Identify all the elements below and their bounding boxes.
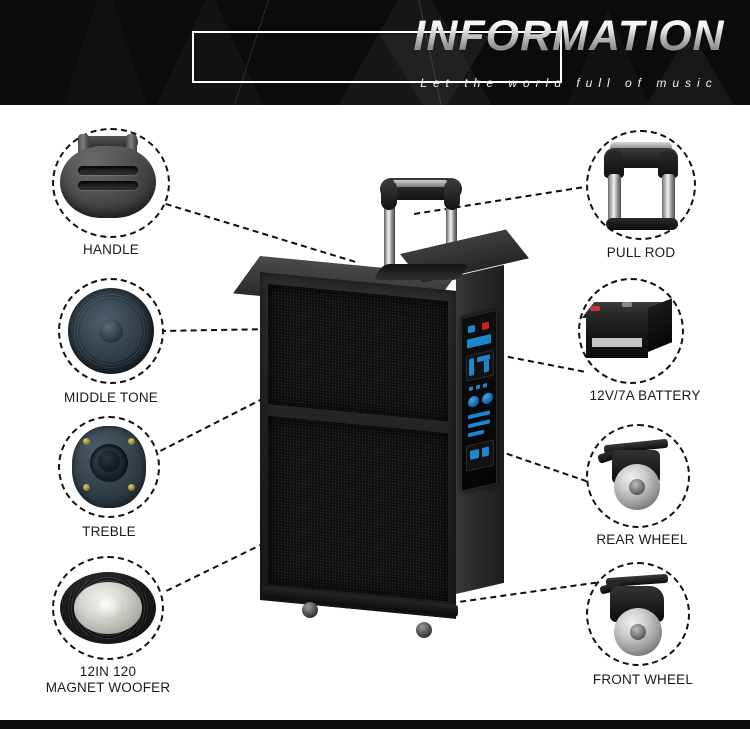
header-frame: INFORMATION INFORMATION Let the world fu…	[192, 15, 724, 90]
panel-knob-1[interactable]	[468, 394, 479, 409]
panel-button-6[interactable]	[483, 382, 487, 388]
handle-slot-bottom	[78, 181, 138, 190]
callout-treble-label: TREBLE	[82, 524, 136, 539]
panel-button-1[interactable]	[469, 357, 474, 377]
callout-front-wheel[interactable]: FRONT WHEEL	[586, 562, 716, 702]
product-wheel-rear	[416, 622, 432, 638]
pullrod-elbow-right	[658, 150, 678, 178]
page-subtitle: Let the world full of music	[420, 76, 718, 90]
panel-button-4[interactable]	[469, 386, 473, 392]
callout-middle-tone-label: MIDDLE TONE	[64, 390, 158, 405]
tweeter-core	[98, 450, 120, 472]
pullrod-elbow-left	[604, 150, 624, 178]
pullrod-base	[606, 218, 678, 230]
product-handle-elbow-left	[381, 180, 397, 210]
product-handle-rod-left	[384, 194, 395, 272]
product-grille-upper	[268, 284, 448, 422]
treble-art	[58, 416, 160, 518]
callout-pull-rod[interactable]: PULL ROD	[586, 130, 712, 264]
battery-side-face	[648, 298, 672, 352]
product-control-panel[interactable]	[461, 309, 497, 492]
product-grille-lower	[268, 416, 448, 602]
footer-bar	[0, 720, 750, 729]
rearwheel-hub	[629, 479, 645, 495]
battery-art	[578, 278, 684, 384]
battery-front-face	[586, 314, 648, 358]
page-header: INFORMATION INFORMATION Let the world fu…	[0, 0, 750, 105]
battery-terminal-positive	[590, 306, 600, 311]
header-bg-shape-5	[620, 30, 750, 105]
battery-label	[592, 338, 642, 347]
header-bg-shape-6	[60, 0, 150, 105]
callout-front-wheel-label: FRONT WHEEL	[592, 672, 694, 687]
callout-handle[interactable]: HANDLE	[52, 128, 178, 262]
page-title: INFORMATION	[194, 15, 750, 58]
callout-handle-label: HANDLE	[83, 242, 139, 257]
handle-leg-right	[126, 134, 137, 156]
callout-woofer[interactable]: 12IN 120 MAGNET WOOFER	[46, 556, 192, 706]
callout-pull-rod-label: PULL ROD	[606, 245, 676, 260]
panel-jack-2[interactable]	[482, 446, 489, 458]
handle-leg-left	[78, 134, 89, 156]
product-illustration	[233, 168, 529, 638]
callout-treble[interactable]: TREBLE	[58, 416, 184, 550]
callout-battery-label: 12V/7A BATTERY	[589, 388, 701, 403]
product-handle-socket	[372, 264, 470, 280]
middle-tone-art	[58, 278, 164, 384]
callout-rear-wheel-label: REAR WHEEL	[596, 532, 688, 547]
panel-button-5[interactable]	[476, 384, 480, 390]
pullrod-tube-right	[662, 174, 675, 222]
panel-slider-2[interactable]	[468, 419, 490, 429]
panel-button-3[interactable]	[484, 359, 489, 373]
product-handle-elbow-right	[444, 180, 460, 210]
callout-middle-tone[interactable]: MIDDLE TONE	[58, 278, 184, 412]
pullrod-grip-top	[610, 142, 672, 152]
header-bg-shape-3	[380, 35, 490, 105]
callout-woofer-label: 12IN 120 MAGNET WOOFER	[45, 664, 171, 695]
tweeter-screw-br	[128, 484, 135, 491]
product-wheel-front	[302, 602, 318, 618]
handle-slot-top	[78, 166, 138, 175]
header-bg-shape-1	[150, 0, 270, 105]
tweeter-screw-tr	[128, 438, 135, 445]
pull-rod-art	[586, 130, 696, 240]
panel-slider-3[interactable]	[468, 429, 484, 438]
woofer-dustcap	[94, 596, 124, 620]
handle-body	[60, 146, 156, 218]
callout-rear-wheel[interactable]: REAR WHEEL	[586, 424, 716, 564]
battery-terminal-negative	[622, 302, 632, 307]
product-handle-grip-highlight	[392, 180, 448, 187]
pullrod-tube-left	[608, 174, 621, 222]
woofer-art	[52, 556, 164, 660]
handle-top-bar	[78, 136, 138, 148]
tweeter-screw-tl	[83, 438, 90, 445]
product-handle-rod-right	[446, 194, 457, 272]
handle-art	[52, 128, 170, 238]
panel-display	[467, 334, 491, 349]
mid-driver-dustcap	[99, 319, 123, 343]
panel-power-led	[482, 321, 489, 331]
panel-indicator-1	[468, 324, 475, 334]
rear-wheel-art	[586, 424, 690, 528]
panel-slider-1[interactable]	[468, 410, 490, 420]
callout-battery[interactable]: 12V/7A BATTERY	[578, 278, 718, 418]
frontwheel-hub	[630, 624, 646, 640]
front-wheel-art	[586, 562, 690, 666]
panel-knob-2[interactable]	[482, 391, 493, 406]
tweeter-screw-bl	[83, 484, 90, 491]
